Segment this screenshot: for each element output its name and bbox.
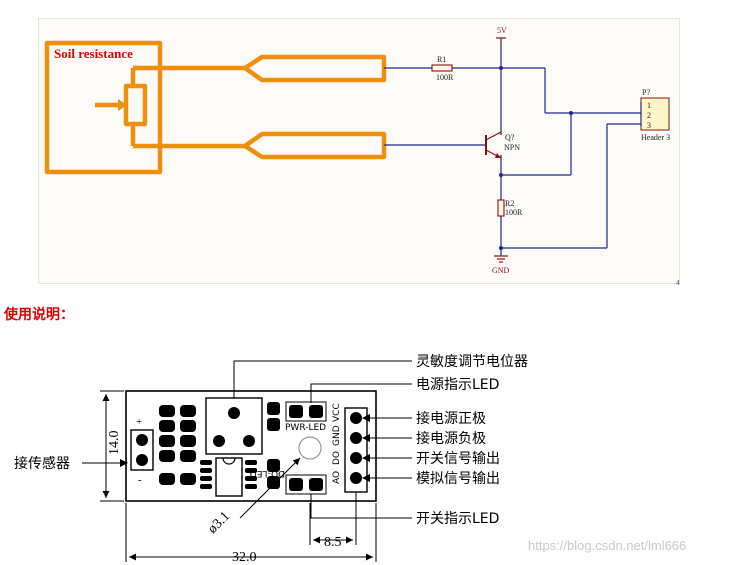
potentiometer	[205, 397, 263, 455]
corner-mark: 4	[676, 279, 680, 287]
r1-value: 100R	[436, 73, 454, 82]
resistor-r1: R1 100R	[431, 55, 454, 82]
header-ref: P?	[642, 88, 650, 97]
pin-header	[344, 407, 368, 493]
smd-pads	[159, 402, 323, 491]
ic-chip	[215, 457, 243, 497]
sensor-label: Soil resistance	[54, 46, 133, 61]
callout-pot: 灵敏度调节电位器	[416, 354, 528, 370]
r2-value: 100R	[505, 208, 523, 217]
r1-ref: R1	[437, 55, 446, 64]
vcc-symbol: 5V	[496, 26, 507, 39]
watermark: https://blog.csdn.net/lml666	[528, 538, 687, 553]
gnd-symbol	[494, 255, 508, 263]
dim-pin-offset: 8.5	[324, 535, 342, 550]
probe-upper	[160, 54, 387, 83]
header-name: Header 3	[641, 133, 670, 142]
callout-do: 开关信号输出	[416, 451, 500, 467]
variable-resistor-symbol	[123, 83, 148, 127]
dim-hole: ø3.1	[205, 509, 233, 537]
callout-power-led: 电源指示LED	[416, 377, 499, 393]
wiper-arrow	[118, 99, 127, 111]
transistor-npn	[485, 131, 502, 159]
power-led-outline	[285, 401, 327, 422]
silk-minus: -	[138, 474, 142, 486]
callout-labels: 灵敏度调节电位器 电源指示LED 接电源正极 接电源负极 开关信号输出 模拟信号…	[14, 354, 528, 527]
sensor-connector: + -	[130, 416, 154, 486]
transistor-type: NPN	[504, 143, 520, 152]
probe-lower	[160, 131, 387, 160]
callout-ao: 模拟信号输出	[416, 471, 500, 487]
callout-gnd: 接电源负极	[416, 430, 486, 447]
silk-ao: AO	[332, 471, 342, 484]
vcc-label: 5V	[497, 26, 507, 35]
silk-vcc: VCC	[332, 403, 342, 422]
junction-dots	[499, 66, 573, 250]
silk-do: DO	[332, 451, 342, 465]
mounting-hole	[298, 436, 322, 460]
resistor-r2: R2 100R	[497, 199, 523, 217]
header-pin-3: 3	[647, 121, 651, 130]
gnd-label: GND	[492, 266, 510, 275]
silk-do-led: DO-LED	[250, 468, 285, 478]
callout-switch-led: 开关指示LED	[416, 511, 499, 527]
emitter-arrow	[495, 153, 501, 158]
silk-gnd: GND	[332, 425, 342, 446]
silk-plus: +	[136, 416, 142, 428]
header-pin-1: 1	[647, 101, 651, 110]
r2-ref: R2	[505, 199, 514, 208]
callout-vcc: 接电源正极	[416, 410, 486, 427]
callout-leaders	[82, 360, 412, 519]
soil-sensor-probe	[44, 40, 387, 175]
silk-pin-labels: VCC GND DO AO	[332, 403, 342, 484]
usage-title: 使用说明：	[4, 307, 74, 323]
schematic-panel	[38, 18, 680, 284]
dim-width: 32.0	[232, 550, 257, 565]
sensor-box	[44, 40, 163, 175]
header-connector: P? 1 2 3 Header 3	[640, 88, 670, 142]
header-pin-2: 2	[647, 111, 651, 120]
transistor-ref: Q?	[505, 133, 515, 142]
switch-led-outline	[285, 474, 327, 495]
silk-pwr-led: PWR-LED	[285, 423, 326, 433]
schematic-wires	[384, 67, 641, 256]
callout-sensor: 接传感器	[14, 455, 70, 472]
dim-height: 14.0	[107, 431, 122, 456]
